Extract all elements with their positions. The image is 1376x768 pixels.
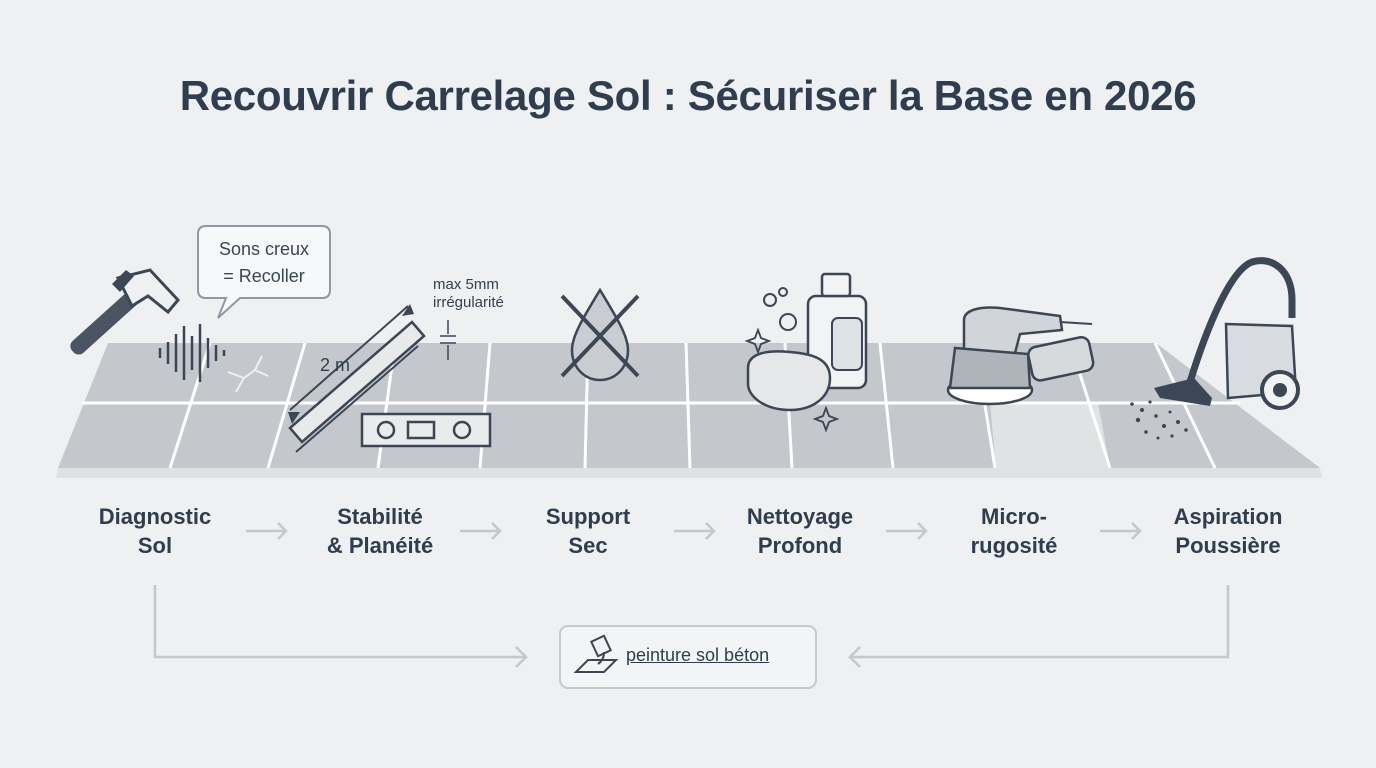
- step-label-line: Aspiration: [1173, 504, 1283, 529]
- step-arrows: [246, 522, 1142, 540]
- tolerance-label: max 5mm irrégularité: [433, 276, 504, 312]
- step-arrow: [246, 522, 288, 540]
- step-label-line: Profond: [757, 533, 843, 558]
- step-label-micro-rugosite: Micro- rugosité: [924, 502, 1104, 560]
- step-label-line: & Planéité: [326, 533, 434, 558]
- step-label-diagnostic: Diagnostic Sol: [65, 502, 245, 560]
- step-label-stabilite: Stabilité & Planéité: [290, 502, 470, 560]
- tolerance-line: max 5mm: [433, 276, 499, 293]
- ruler-length-label: 2 m: [320, 355, 351, 375]
- step-label-line: Poussière: [1175, 533, 1281, 558]
- step-arrow: [886, 522, 928, 540]
- bubble-line: = Recoller: [223, 266, 305, 286]
- step-label-line: Sec: [568, 533, 608, 558]
- page-title: Recouvrir Carrelage Sol : Sécuriser la B…: [179, 72, 1197, 119]
- step-label-line: rugosité: [970, 533, 1058, 558]
- left-connector: [153, 585, 528, 668]
- step-arrow: [1100, 522, 1142, 540]
- sound-wave-icon: [158, 324, 226, 382]
- no-water-icon: [560, 287, 640, 382]
- sanded-tile-area: [990, 403, 1110, 468]
- step-label-aspiration: Aspiration Poussière: [1138, 502, 1318, 560]
- speech-bubble: [197, 225, 331, 319]
- step-label-line: Diagnostic: [98, 504, 212, 529]
- step-label-support: Support Sec: [498, 502, 678, 560]
- step-label-line: Micro-: [981, 504, 1047, 529]
- step-arrow: [460, 522, 502, 540]
- peinture-sol-beton-link[interactable]: peinture sol béton: [626, 645, 770, 665]
- result-box[interactable]: [559, 625, 817, 689]
- hammer-icon: [70, 268, 180, 355]
- spirit-level-icon: [360, 412, 492, 448]
- bubble-line: Sons creux: [218, 239, 310, 259]
- step-label-line: Stabilité: [337, 504, 423, 529]
- ruler-icon: [288, 304, 426, 453]
- tiled-floor: [56, 342, 1322, 478]
- tolerance-marker: [440, 320, 456, 360]
- step-label-line: Sol: [137, 533, 173, 558]
- flow-connectors: [153, 585, 1230, 668]
- step-label-line: Support: [545, 504, 631, 529]
- vacuum-icon: [1130, 257, 1300, 440]
- right-connector: [848, 585, 1230, 668]
- tolerance-line: irrégularité: [433, 294, 504, 311]
- paint-pour-icon: [573, 634, 619, 673]
- speech-bubble-text: Sons creux = Recoller: [197, 236, 331, 290]
- step-label-nettoyage: Nettoyage Profond: [710, 502, 890, 560]
- cleaning-icon: [744, 272, 868, 433]
- sander-icon: [946, 306, 1095, 406]
- step-arrow: [674, 522, 716, 540]
- step-label-line: Nettoyage: [746, 504, 854, 529]
- crack-mark: [227, 355, 269, 393]
